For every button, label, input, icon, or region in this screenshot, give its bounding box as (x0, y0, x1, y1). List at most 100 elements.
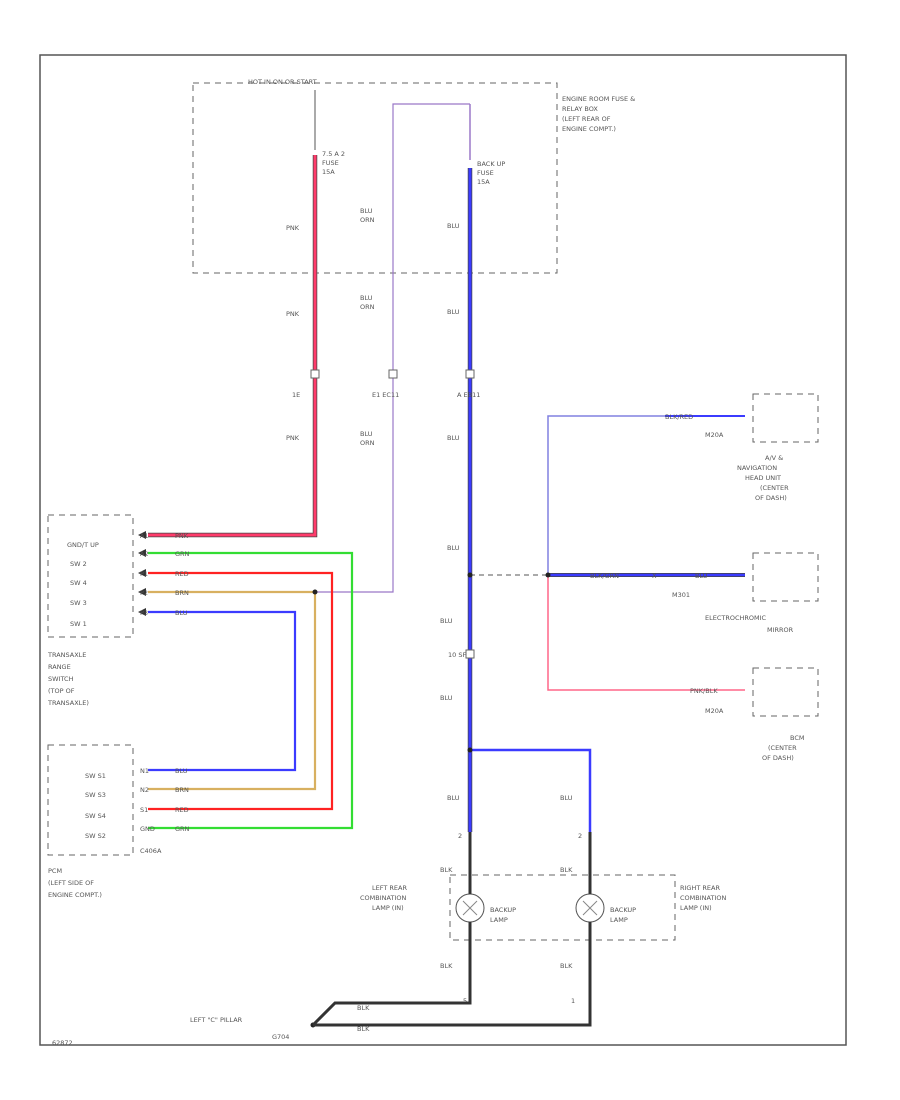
red-wire (148, 571, 334, 811)
wire-labels: PNK PNK PNK BLU ORN BLU ORN BLU ORN BLU … (175, 207, 718, 1033)
svg-text:SW 4: SW 4 (70, 579, 87, 587)
svg-text:BLU: BLU (447, 308, 460, 316)
svg-text:BLK/RED: BLK/RED (665, 413, 693, 421)
svg-text:BLU: BLU (447, 434, 460, 442)
svg-text:PNK: PNK (175, 532, 189, 540)
svg-text:BLK: BLK (560, 962, 573, 970)
switch-arrows (138, 531, 146, 616)
mirror-connector: M301 (672, 591, 690, 599)
svg-text:S1: S1 (140, 806, 148, 814)
svg-text:BLU: BLU (440, 617, 453, 625)
svg-text:PNK: PNK (286, 224, 300, 232)
svg-text:1: 1 (571, 997, 575, 1005)
inline-connectors (310, 369, 475, 659)
svg-text:A EB11: A EB11 (457, 391, 480, 399)
page-code: 62872 (52, 1039, 73, 1047)
svg-text:BLU: BLU (360, 294, 373, 302)
svg-text:E1 EC11: E1 EC11 (372, 391, 399, 399)
svg-text:BLU: BLU (447, 222, 460, 230)
mirror-label: ELECTROCHROMIC MIRROR (705, 614, 794, 634)
svg-text:ORN: ORN (360, 303, 375, 311)
right-backup-lamp-label: BACKUP LAMP (610, 906, 638, 924)
bcm-wire (547, 575, 745, 691)
bcm-connector: M20A (705, 707, 724, 715)
svg-text:BLU: BLU (360, 207, 373, 215)
av-unit-label: A/V & NAVIGATION HEAD UNIT (CENTER OF DA… (737, 454, 791, 502)
bcm-box (752, 667, 819, 717)
svg-text:N2: N2 (140, 786, 149, 794)
mirror-box (752, 552, 819, 602)
av-unit-wire (547, 415, 745, 575)
svg-text:BLU: BLU (447, 794, 460, 802)
blue-wire (148, 610, 297, 772)
svg-text:2: 2 (458, 832, 462, 840)
svg-text:A2: A2 (140, 550, 149, 558)
bcm-label: BCM (CENTER OF DASH) (762, 734, 807, 762)
svg-text:N1: N1 (140, 767, 149, 775)
svg-text:BLU: BLU (175, 767, 188, 775)
svg-text:P2: P2 (140, 589, 148, 597)
left-rear-lamp (455, 893, 485, 923)
svg-text:BLU: BLU (447, 544, 460, 552)
fuse2-label: BACK UP FUSE 15A (477, 160, 507, 186)
svg-text:2: 2 (578, 832, 582, 840)
pcm-label: PCM (LEFT SIDE OF ENGINE COMPT.) (48, 867, 102, 899)
pcm-box (47, 744, 134, 856)
pcm-connector: C406A (140, 847, 162, 855)
fuse-box-header: HOT IN ON OR START (248, 78, 317, 86)
svg-text:GRN: GRN (175, 825, 190, 833)
diagram-frame (39, 54, 847, 1046)
svg-text:10 SF11: 10 SF11 (448, 651, 474, 659)
tan-wire (148, 590, 317, 791)
svg-text:RED: RED (175, 570, 189, 578)
lamp-ground-wires (311, 832, 592, 1027)
svg-text:BLU: BLU (695, 572, 708, 580)
svg-text:GND/T UP: GND/T UP (67, 541, 99, 549)
lamp-assembly-box (449, 874, 676, 941)
fuse-box (192, 82, 558, 274)
svg-text:SW 2: SW 2 (70, 560, 87, 568)
svg-text:BLU: BLU (440, 694, 453, 702)
svg-text:BLU: BLU (360, 430, 373, 438)
svg-text:SW S2: SW S2 (85, 832, 106, 840)
right-rear-lamp (575, 893, 605, 923)
left-backup-lamp-label: BACKUP LAMP (490, 906, 518, 924)
svg-text:GRN: GRN (175, 550, 190, 558)
ground-label: LEFT "C" PILLAR G704 (190, 1016, 289, 1041)
range-switch-box (47, 514, 134, 638)
svg-text:BLU: BLU (560, 794, 573, 802)
av-unit-connector: M20A (705, 431, 724, 439)
connector-labels: 1E E1 EC11 A EB11 10 SF11 (292, 391, 480, 659)
svg-text:SW 3: SW 3 (70, 599, 87, 607)
svg-text:BLK: BLK (357, 1004, 370, 1012)
blu-orn-wire (315, 103, 470, 593)
left-lamp-label: LEFT REAR COMBINATION LAMP (IN) (360, 884, 409, 912)
blu-branch-right-lamp (470, 748, 592, 832)
svg-text:BLK: BLK (440, 866, 453, 874)
svg-text:SW S4: SW S4 (85, 812, 106, 820)
svg-text:BLK: BLK (440, 962, 453, 970)
pink-wire (148, 155, 318, 538)
svg-text:ORN: ORN (360, 216, 375, 224)
svg-text:PNK/BLK: PNK/BLK (690, 687, 718, 695)
svg-text:P1: P1 (140, 570, 148, 578)
svg-text:BLK: BLK (357, 1025, 370, 1033)
svg-text:BRN: BRN (175, 589, 189, 597)
svg-text:SW S3: SW S3 (85, 791, 106, 799)
pcm-pins: SW S1 SW S3 SW S4 SW S2 (85, 772, 106, 840)
range-switch-label: TRANSAXLE RANGE SWITCH (TOP OF TRANSAXLE… (47, 651, 89, 707)
svg-text:X: X (652, 572, 657, 580)
av-unit-box (752, 393, 819, 443)
fuse1-label: 7.5 A 2 FUSE 15A (322, 150, 347, 176)
svg-text:BLU: BLU (175, 609, 188, 617)
right-lamp-label: RIGHT REAR COMBINATION LAMP (IN) (680, 884, 728, 912)
svg-text:GND: GND (140, 825, 155, 833)
junction-dots (310, 572, 551, 1028)
green-wire (148, 551, 354, 830)
svg-text:SW 1: SW 1 (70, 620, 87, 628)
svg-text:PNK: PNK (286, 310, 300, 318)
svg-text:BRN: BRN (175, 786, 189, 794)
fuse-box-title: ENGINE ROOM FUSE & RELAY BOX (LEFT REAR … (562, 95, 637, 133)
svg-text:ORN: ORN (360, 439, 375, 447)
